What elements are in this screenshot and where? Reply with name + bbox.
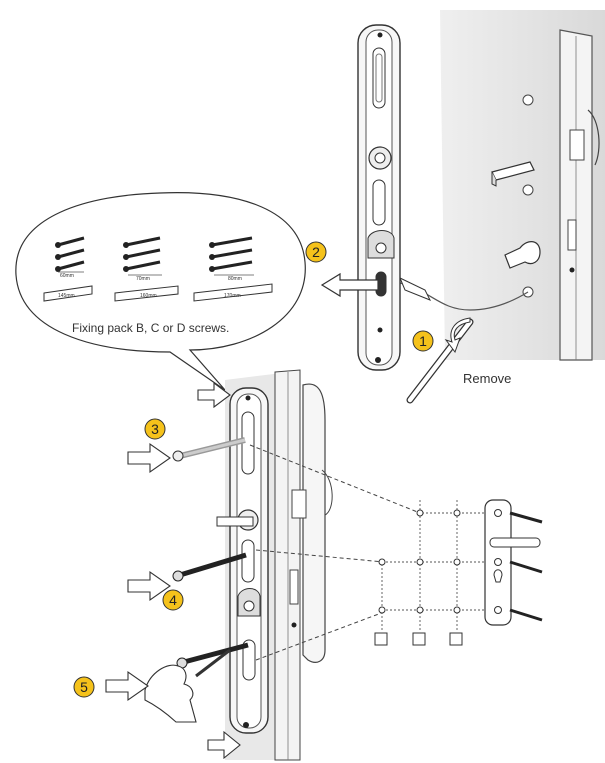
fixing-pack-callout: 60mm 70mm 80mm 145mm 160mm <box>15 192 306 391</box>
cylinder-cam <box>504 241 541 269</box>
arrow-step4 <box>127 570 171 602</box>
step-number-4: 4 <box>169 592 177 608</box>
screw-group-d: 80mm <box>209 236 254 282</box>
top-door-latch <box>569 129 585 161</box>
plate-c: 160mm <box>114 285 179 302</box>
screw-step4 <box>172 552 247 582</box>
step-badge-1: 1 <box>412 330 434 352</box>
step-badge-3: 3 <box>144 418 166 440</box>
grid-dots <box>378 509 461 614</box>
screw-step3 <box>172 437 246 462</box>
step-number-2: 2 <box>312 244 320 260</box>
door-handle <box>302 383 326 663</box>
bottom-door-frame <box>274 369 301 761</box>
arrow-step5 <box>105 670 149 702</box>
screw-size-c: 70mm <box>136 276 150 282</box>
plate-size-d: 170mm <box>224 293 241 299</box>
screw-group-c: 70mm <box>123 236 162 282</box>
projection-lines <box>249 444 421 661</box>
step-badge-2: 2 <box>305 241 327 263</box>
screw-size-b: 60mm <box>60 273 74 279</box>
screw-size-d: 80mm <box>228 276 242 282</box>
plate-d: 170mm <box>193 283 273 302</box>
fixing-pack-label: Fixing pack B, C or D screws. <box>72 321 229 335</box>
hand-illustration <box>144 664 197 723</box>
screw-group-b: 60mm <box>55 236 85 279</box>
hole-grid <box>381 500 498 632</box>
step-badge-5: 5 <box>73 676 95 698</box>
plate-size-c: 160mm <box>140 293 157 299</box>
step-number-5: 5 <box>80 679 88 695</box>
arrow-plate-top <box>197 381 231 409</box>
arrow-step3 <box>127 442 171 474</box>
step-number-1: 1 <box>419 333 427 349</box>
grid-boxes <box>374 632 463 646</box>
remove-arrow <box>444 317 471 354</box>
plate-b: 145mm <box>43 285 93 302</box>
door-hole-top <box>522 94 534 106</box>
step-badge-4: 4 <box>162 589 184 611</box>
step-number-3: 3 <box>151 421 159 437</box>
backplate-screws <box>509 511 543 622</box>
top-lock-plate <box>357 24 401 371</box>
top-door-scene: Remove <box>320 10 605 404</box>
step2-arrow <box>320 272 379 298</box>
arrow-plate-bottom <box>207 730 241 760</box>
bottom-door-scene <box>105 369 543 761</box>
remove-label: Remove <box>463 371 511 386</box>
plate-size-b: 145mm <box>58 293 75 299</box>
